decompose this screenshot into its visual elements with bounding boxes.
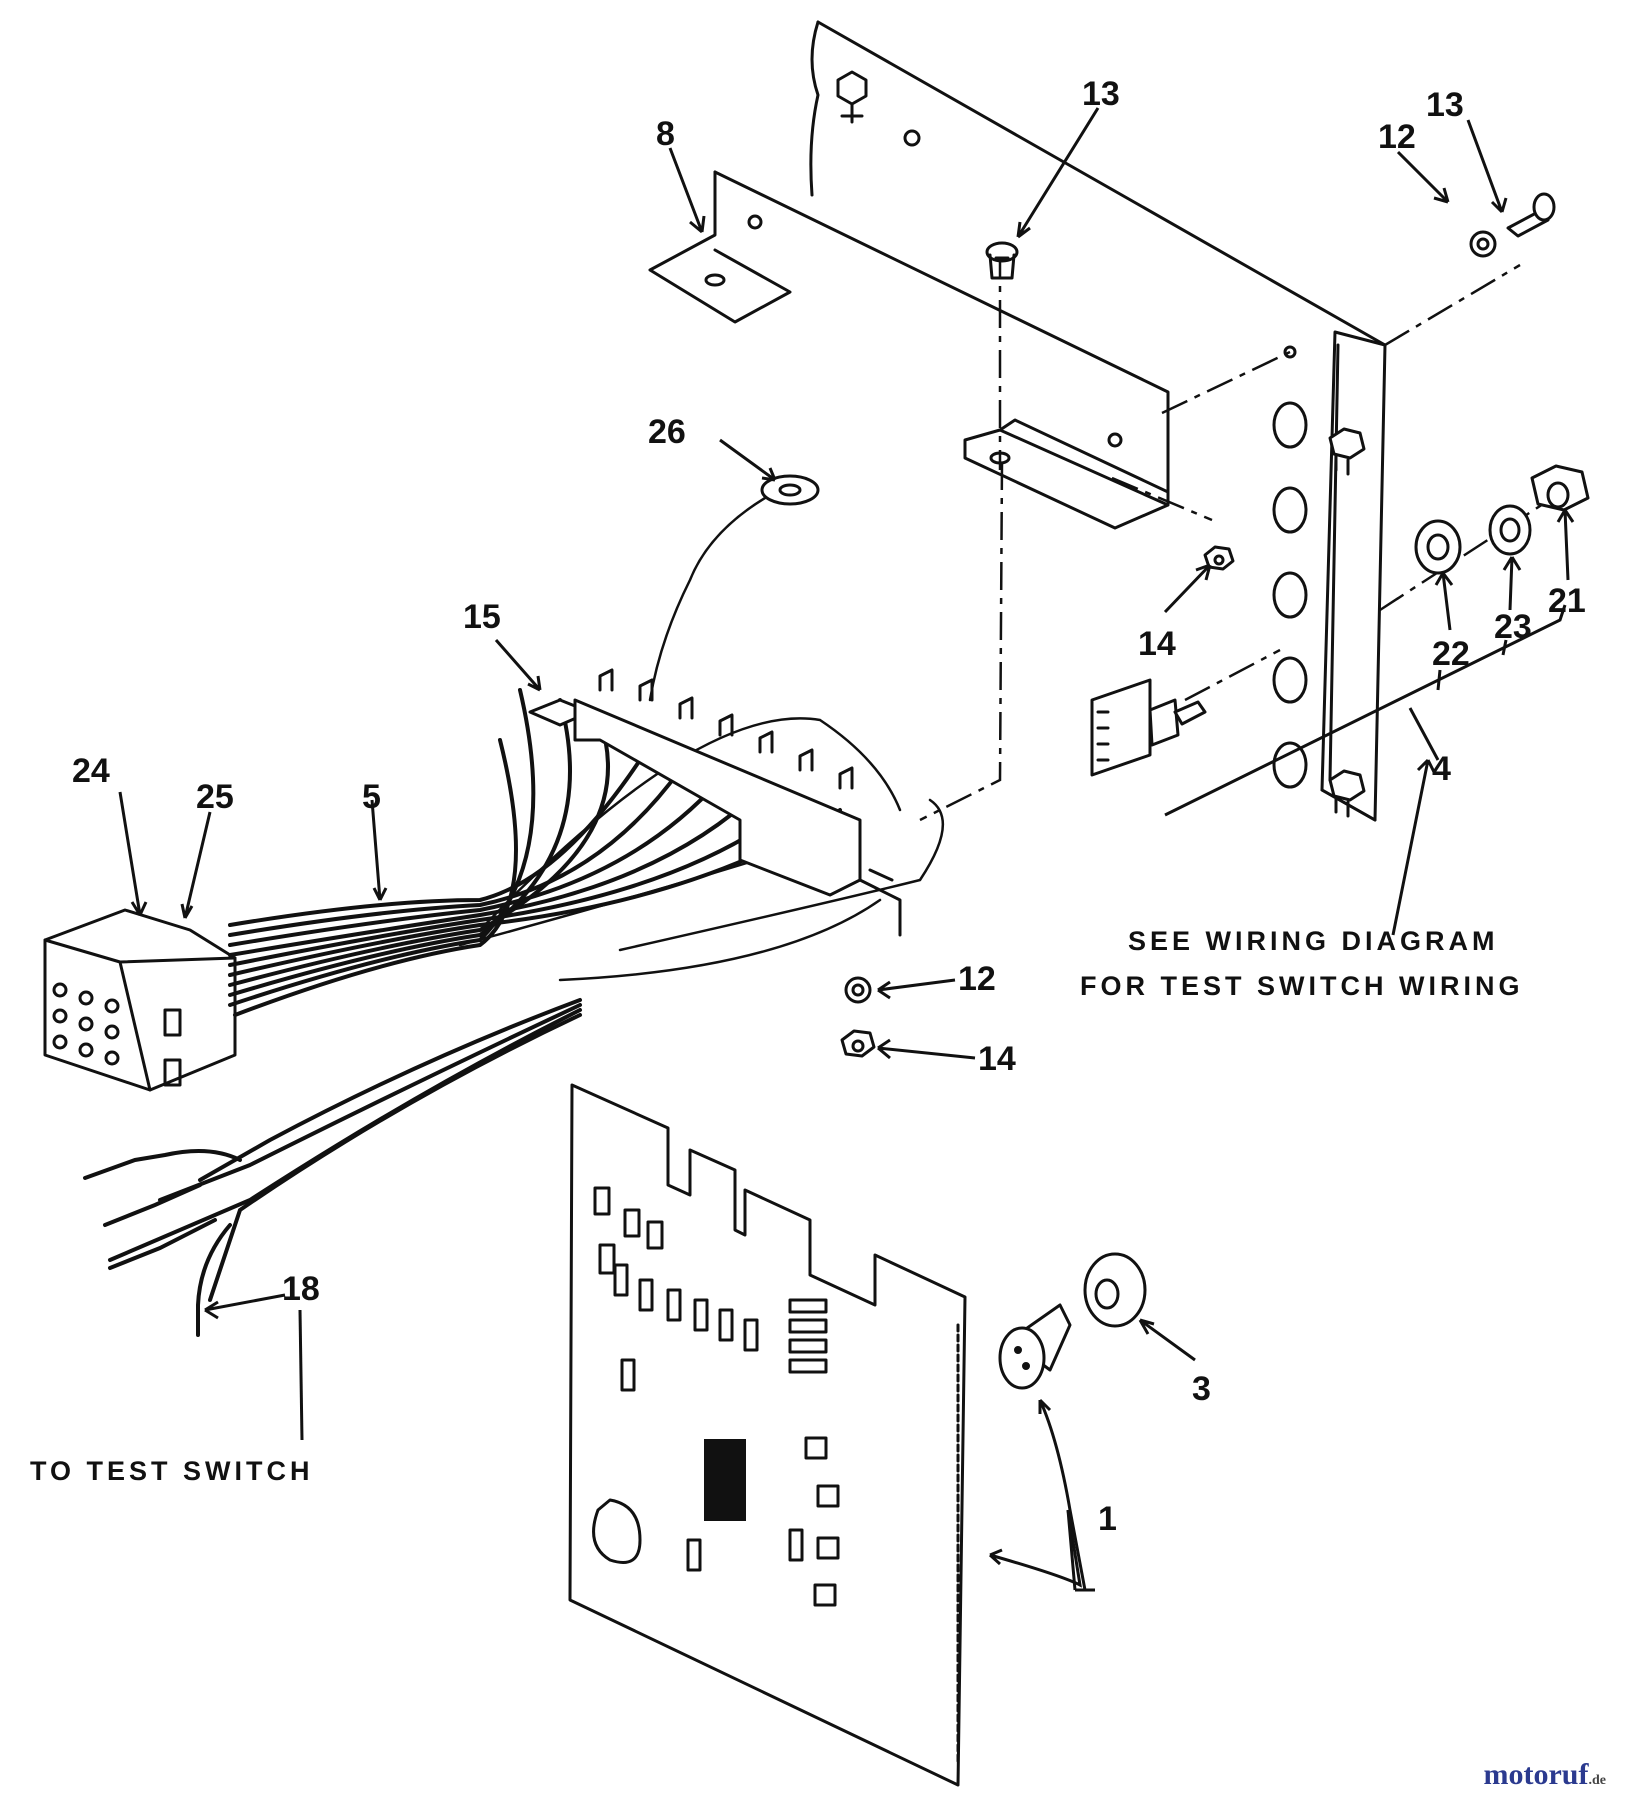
callout-1: 1 [1098, 1500, 1117, 1538]
callout-26: 26 [648, 413, 686, 451]
watermark: motoruf.de [1484, 1758, 1606, 1792]
panel-nut-upper [1328, 427, 1366, 476]
callout-22: 22 [1432, 635, 1470, 673]
callout-labels: 8 13 12 13 26 15 14 22 23 21 24 25 5 4 1… [72, 75, 1586, 1538]
assembly-line [1384, 263, 1521, 347]
wiring-note-line2: FOR TEST SWITCH WIRING [1080, 971, 1523, 1001]
spacer-3 [1083, 1252, 1147, 1328]
panel-nut-lower [1328, 769, 1366, 818]
assembly-line [1184, 648, 1281, 702]
board-components [592, 1186, 840, 1607]
connector-24 [43, 908, 237, 1092]
hex-nut-21 [1530, 464, 1590, 512]
callout-4-arm [1408, 707, 1440, 761]
circuit-board-1 [568, 1083, 967, 1787]
wire-leads [83, 1149, 242, 1337]
callout-21: 21 [1548, 582, 1586, 620]
callout-4-leader [1391, 758, 1436, 936]
lockwasher-12-upper [1469, 230, 1497, 258]
to-test-switch-note: TO TEST SWITCH [30, 1456, 314, 1486]
callout-13-right: 13 [1426, 86, 1464, 124]
watermark-tld: .de [1588, 1773, 1607, 1788]
callout-15: 15 [463, 598, 501, 636]
callout-4: 4 [1432, 750, 1451, 788]
assembly-line [1161, 350, 1291, 415]
wiring-note-line1: SEE WIRING DIAGRAM [1128, 926, 1499, 956]
callout-23: 23 [1494, 608, 1532, 646]
assembly-line [1379, 478, 1581, 612]
panel-holes [1272, 345, 1308, 789]
callout-24: 24 [72, 752, 110, 790]
callout-14-lower: 14 [978, 1040, 1016, 1078]
callout-3: 3 [1192, 1370, 1211, 1408]
callout-8: 8 [656, 115, 675, 153]
terminal-board-15 [528, 668, 902, 937]
toggle-switch-4 [1090, 678, 1207, 777]
bracket-8 [648, 170, 1170, 530]
callout-13-center: 13 [1082, 75, 1120, 113]
callout-14-upper: 14 [1138, 625, 1176, 663]
callout-12-lower: 12 [958, 960, 996, 998]
screw-13-center [985, 241, 1019, 280]
leader-lines [118, 107, 1575, 1592]
assembly-line [1111, 476, 1213, 522]
ground-lead-26 [648, 474, 820, 702]
lockwasher-12-lower [844, 976, 872, 1004]
callout-4-bracket [1164, 604, 1567, 817]
connector-pins [52, 982, 120, 1066]
knob-1 [998, 1303, 1072, 1390]
callout-12-upper: 12 [1378, 118, 1416, 156]
callout-5: 5 [362, 778, 381, 816]
flat-washer-22 [1414, 519, 1462, 575]
watermark-brand: motoruf [1483, 1758, 1589, 1791]
assembly-line [919, 461, 1004, 822]
callout-4-tick [1436, 639, 1508, 691]
lockwasher-23 [1488, 504, 1532, 556]
nut-14-lower [840, 1029, 876, 1058]
callout-25: 25 [196, 778, 234, 816]
callout-18: 18 [282, 1270, 320, 1308]
wire-harness-5 [108, 688, 945, 1302]
screw-13-right [1506, 192, 1556, 238]
